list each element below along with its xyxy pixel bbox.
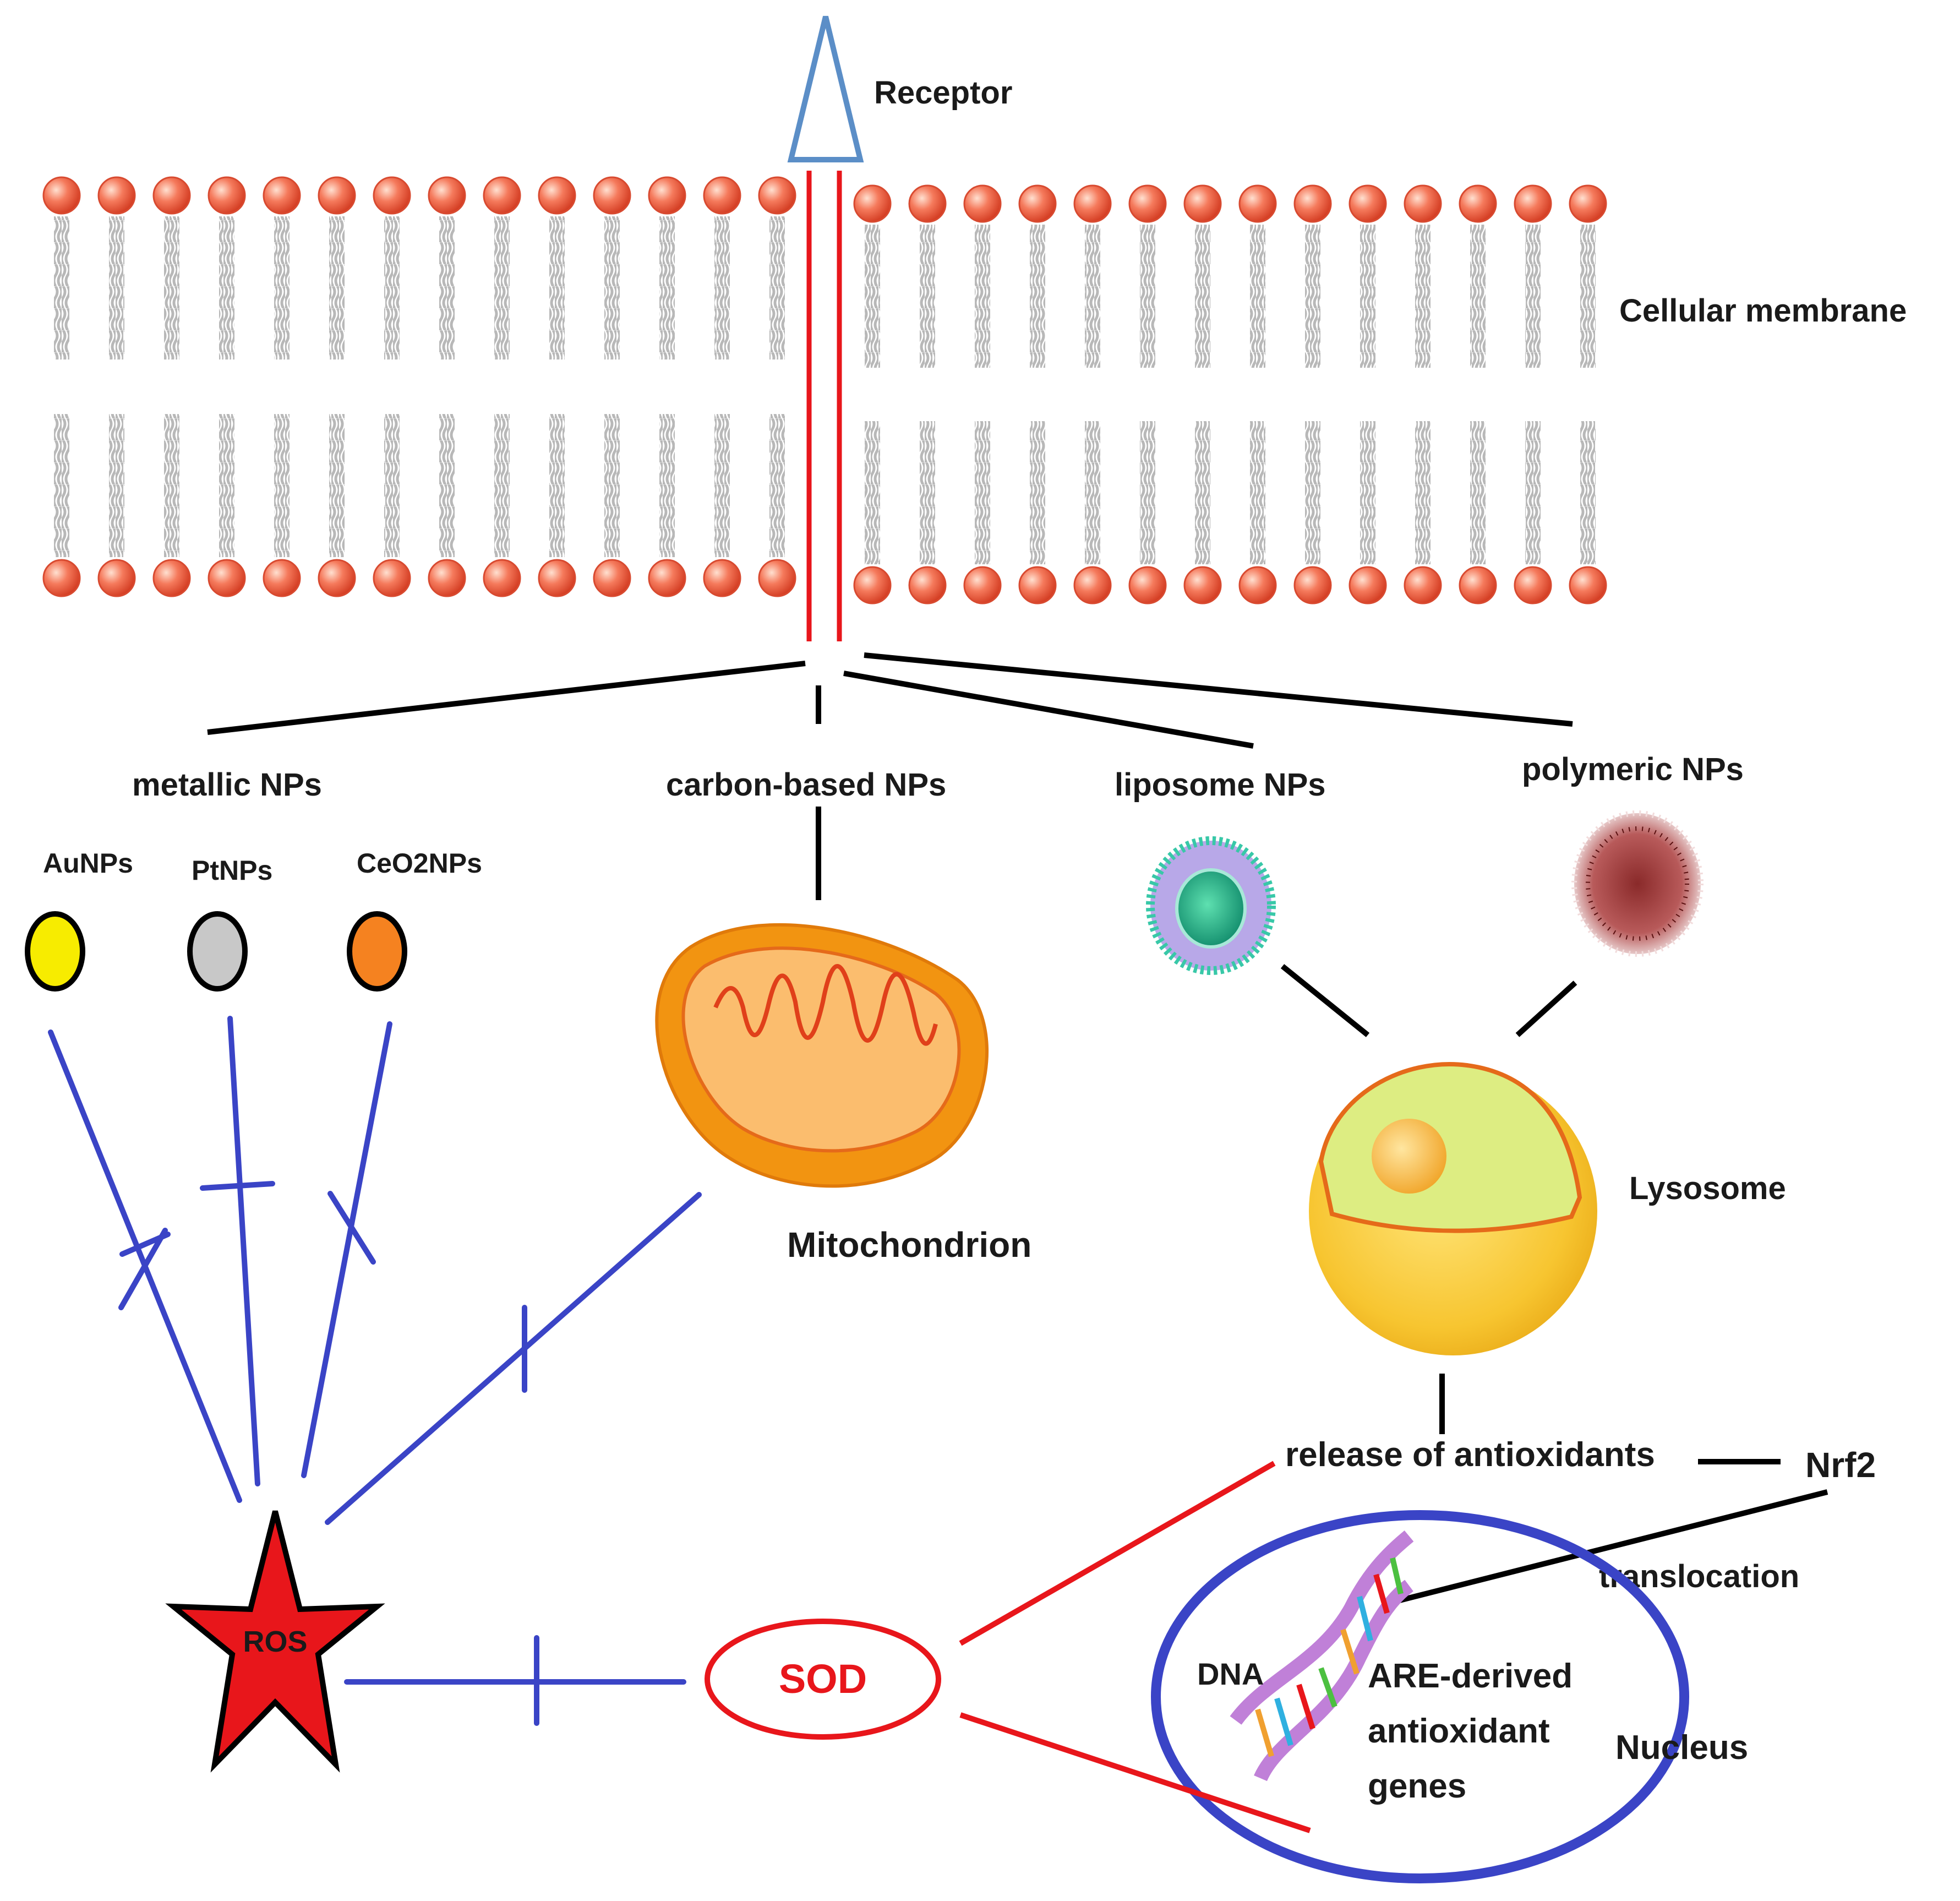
genes-label-line2: antioxidant <box>1368 1712 1550 1750</box>
ros-star-icon <box>165 1510 385 1773</box>
polymeric-np-icon <box>1571 810 1704 957</box>
lipid-molecule <box>263 176 301 597</box>
receptor-label: Receptor <box>874 75 1012 111</box>
pt-to-ros-line <box>227 1016 260 1486</box>
lipid-molecule <box>908 184 947 604</box>
au-tbar <box>118 1228 168 1310</box>
lysosome-label: Lysosome <box>1629 1170 1786 1206</box>
genes-to-sod-line <box>959 1712 1311 1833</box>
category-polymeric-label: polymeric NPs <box>1522 751 1744 787</box>
lipid-molecule <box>1514 184 1552 604</box>
connector-to-polymeric <box>864 652 1573 727</box>
pt-tbar <box>200 1181 275 1191</box>
mito-to-ros-line <box>325 1192 702 1525</box>
genes-label-line3: genes <box>1368 1767 1466 1805</box>
dna-helix-icon <box>1230 1530 1414 1782</box>
mitochondrion-label: Mitochondrion <box>787 1225 1031 1265</box>
nucleus-label: Nucleus <box>1615 1729 1748 1767</box>
activation-lines <box>959 1461 1311 1833</box>
lipid-molecule <box>152 176 191 597</box>
category-liposome-label: liposome NPs <box>1115 767 1326 803</box>
au-np-particle-icon <box>25 911 85 992</box>
lipid-molecule <box>318 176 356 597</box>
lipid-molecule <box>648 176 686 597</box>
lipid-bilayer <box>42 176 1607 604</box>
release-antioxidants-label: release of antioxidants <box>1285 1436 1655 1474</box>
receptor-channel <box>806 171 842 641</box>
ceo2-to-ros-line <box>301 1021 392 1478</box>
lipid-molecule <box>703 176 741 597</box>
liposome-np-icon <box>1146 836 1276 975</box>
sod-enzyme-icon <box>705 1619 941 1740</box>
connector-to-metallic <box>207 661 806 735</box>
inhibition-lines <box>48 1016 702 1726</box>
dna-label: DNA <box>1197 1657 1264 1691</box>
lipid-molecule <box>1018 184 1057 604</box>
lipid-molecule <box>1404 184 1442 604</box>
category-carbon-label: carbon-based NPs <box>666 767 946 803</box>
liposome-to-lysosome-line <box>1280 964 1370 1037</box>
lipid-molecule <box>373 176 411 597</box>
lipid-molecule <box>483 176 521 597</box>
lipid-molecule <box>1073 184 1112 604</box>
receptor-triangle-icon <box>787 15 864 162</box>
lipid-molecule <box>1293 184 1332 604</box>
np-to-lysosome-connectors <box>1280 964 1577 1037</box>
category-metallic-label: metallic NPs <box>132 767 322 803</box>
sod-label: SOD <box>779 1656 867 1702</box>
lipid-molecule <box>208 176 246 597</box>
lipid-molecule <box>1569 184 1607 604</box>
lipid-molecule <box>1348 184 1387 604</box>
lipid-molecule <box>593 176 631 597</box>
release-to-sod-line <box>959 1461 1276 1646</box>
nrf2-label: Nrf2 <box>1805 1445 1876 1485</box>
mitochondrion-icon <box>655 923 989 1188</box>
lipid-molecule <box>42 176 81 597</box>
ceo2-np-particle-icon <box>347 911 407 992</box>
nrf2-translocation-line <box>1388 1489 1828 1606</box>
lipid-molecule <box>1459 184 1497 604</box>
lipid-molecule <box>1183 184 1222 604</box>
pt-np-particle-icon <box>187 911 248 992</box>
branch-connectors <box>207 652 1573 900</box>
ceo2-tbar <box>327 1191 376 1265</box>
lipid-molecule <box>1238 184 1277 604</box>
polymeric-to-lysosome-line <box>1515 981 1577 1037</box>
lipid-molecule <box>758 176 796 597</box>
lysosome-icon <box>1309 1062 1597 1355</box>
membrane-label: Cellular membrane <box>1619 293 1907 329</box>
au-np-label: AuNPs <box>43 848 133 879</box>
lipid-molecule <box>538 176 576 597</box>
lipid-molecule <box>1128 184 1167 604</box>
connector-to-liposome <box>843 671 1254 749</box>
ros-label: ROS <box>243 1625 307 1658</box>
lipid-molecule <box>963 184 1002 604</box>
pt-np-label: PtNPs <box>192 855 272 886</box>
lipid-molecule <box>428 176 466 597</box>
genes-label-line1: ARE-derived <box>1368 1657 1573 1695</box>
lipid-molecule <box>853 184 892 604</box>
lipid-molecule <box>97 176 136 597</box>
ceo2-np-label: CeO2NPs <box>357 848 482 879</box>
nucleus-icon <box>1151 1510 1689 1883</box>
